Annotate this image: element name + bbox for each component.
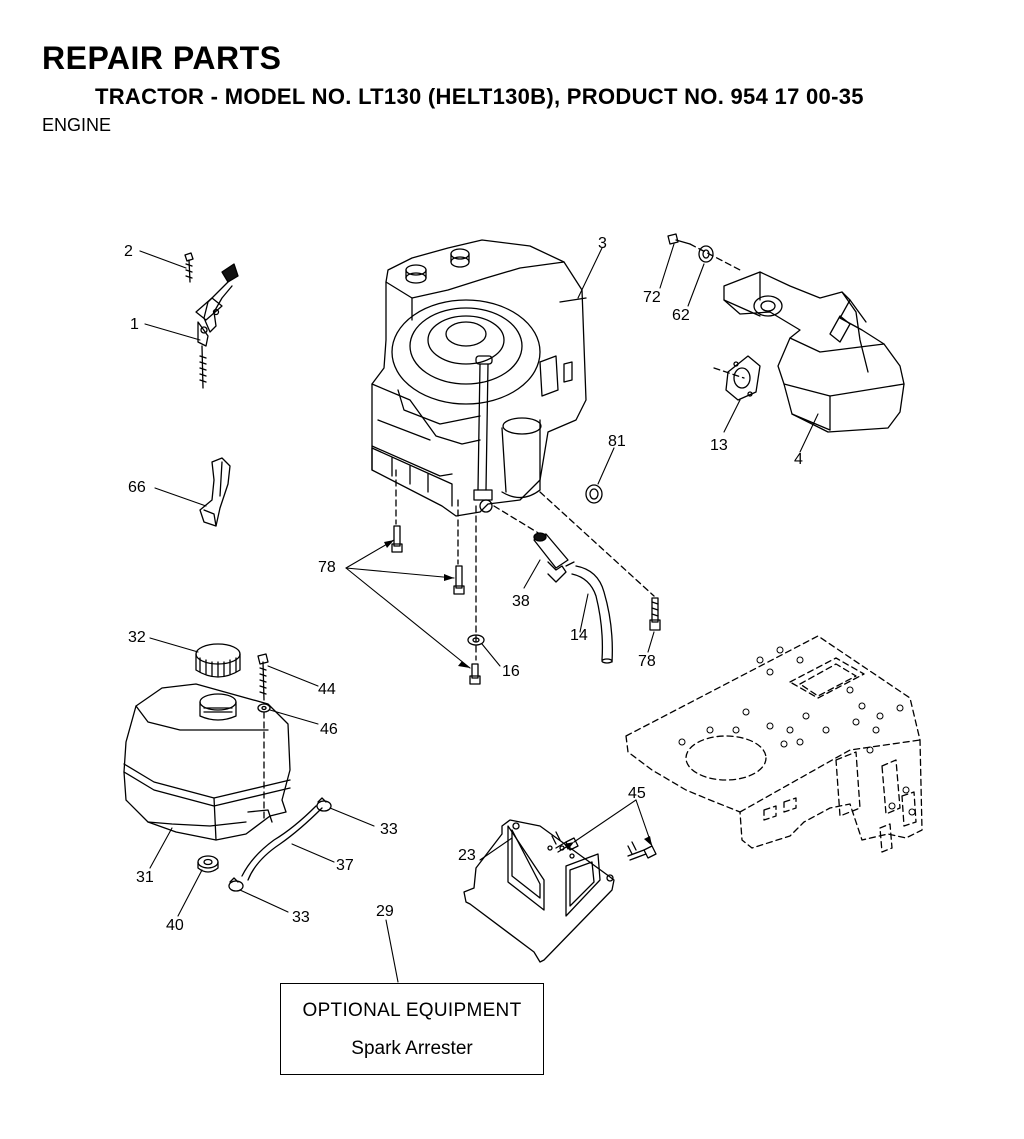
- oil-drain-valve-part: [533, 532, 575, 583]
- callout-40: 40: [166, 917, 184, 934]
- callout-81: 81: [608, 433, 626, 450]
- fuel-line-part: [241, 805, 323, 881]
- bracket-66-part: [199, 457, 231, 527]
- washer-46-part: [257, 703, 271, 713]
- callout-29: 29: [376, 903, 394, 920]
- optional-equipment-heading: OPTIONAL EQUIPMENT: [302, 1000, 522, 1021]
- callout-78-right: 78: [638, 653, 656, 670]
- callout-32: 32: [128, 629, 146, 646]
- callout-3: 3: [598, 235, 607, 252]
- callout-38: 38: [512, 593, 530, 610]
- callout-23: 23: [458, 847, 476, 864]
- fuel-tank-part: [123, 683, 291, 841]
- callout-16: 16: [502, 663, 520, 680]
- callout-44: 44: [318, 681, 336, 698]
- spark-arrester-label: Spark Arrester: [351, 1038, 473, 1059]
- drain-hose-part: [571, 565, 613, 664]
- engine-part: [371, 239, 587, 517]
- callout-37: 37: [336, 857, 354, 874]
- hose-clamp-upper-part: [316, 797, 332, 812]
- exhaust-bolt-part: [667, 233, 714, 263]
- callout-33-upper: 33: [380, 821, 398, 838]
- grommet-40-part: [197, 855, 219, 873]
- callout-31: 31: [136, 869, 154, 886]
- frame-holes: [678, 646, 916, 816]
- callout-66: 66: [128, 479, 146, 496]
- callout-4: 4: [794, 451, 803, 468]
- throttle-control-part: [184, 252, 239, 389]
- leader-lines: [139, 243, 819, 983]
- callout-72: 72: [643, 289, 661, 306]
- leader-arrowheads: [384, 540, 652, 850]
- bolts-78-part: [391, 525, 661, 685]
- callout-46: 46: [320, 721, 338, 738]
- hose-clamp-lower-part: [228, 877, 244, 892]
- page-title: REPAIR PARTS: [42, 40, 282, 76]
- section-label: ENGINE: [42, 115, 112, 135]
- callout-2: 2: [124, 243, 133, 260]
- optional-equipment-box: OPTIONAL EQUIPMENT Spark Arrester: [280, 983, 544, 1075]
- callout-62: 62: [672, 307, 690, 324]
- fuel-cap-part: [195, 643, 241, 678]
- exhaust-gasket-part: [725, 355, 761, 401]
- alignment-lines-muffler: [689, 243, 745, 379]
- heat-shield-part: [463, 819, 615, 963]
- callout-1: 1: [130, 316, 139, 333]
- callout-labels: 2 1 66 3 72 62 13 4 81 78 38 14 78 16 32…: [124, 235, 803, 934]
- callout-13: 13: [710, 437, 728, 454]
- tractor-frame-outline: [625, 635, 923, 853]
- callout-33-lower: 33: [292, 909, 310, 926]
- alignment-lines-engine: [395, 469, 655, 661]
- model-subtitle: TRACTOR - MODEL NO. LT130 (HELT130B), PR…: [95, 84, 864, 109]
- screw-44-part: [257, 653, 269, 701]
- muffler-part: [723, 271, 905, 433]
- callout-45: 45: [628, 785, 646, 802]
- callout-14: 14: [570, 627, 588, 644]
- callout-78-group: 78: [318, 559, 336, 576]
- nut-81-part: [585, 484, 603, 504]
